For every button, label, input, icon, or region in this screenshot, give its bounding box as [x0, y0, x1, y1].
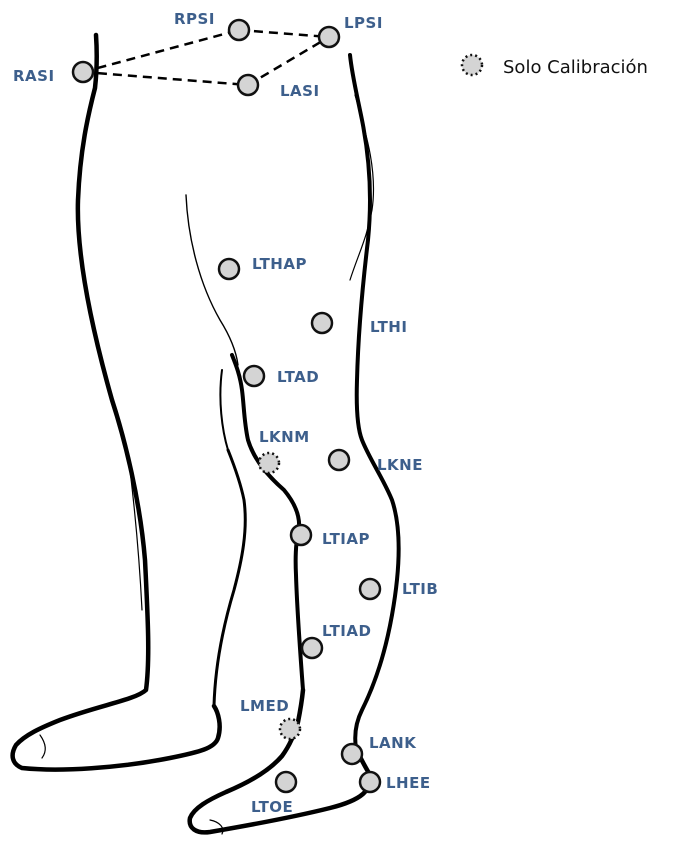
label-ltoe: LTOE	[251, 798, 293, 816]
marker-ltiap	[291, 525, 311, 545]
rasi-lasi-line	[83, 72, 248, 85]
marker-lthap	[219, 259, 239, 279]
marker-lank	[342, 744, 362, 764]
label-lthi: LTHI	[370, 318, 407, 336]
right-leg-outline	[13, 35, 246, 770]
rpsi-lpsi-line	[239, 30, 329, 37]
label-rasi: RASI	[13, 67, 55, 85]
marker-lpsi	[319, 27, 339, 47]
marker-ltib	[360, 579, 380, 599]
marker-lasi	[238, 75, 258, 95]
label-lhee: LHEE	[386, 774, 431, 792]
label-ltiap: LTIAP	[322, 530, 370, 548]
marker-group: RPSI LPSI RASI LASI LTHAP LTHI LTAD LKNM…	[13, 10, 438, 816]
marker-lkne	[329, 450, 349, 470]
label-rpsi: RPSI	[174, 10, 215, 28]
label-lank: LANK	[369, 734, 417, 752]
lasi-lpsi-line	[248, 37, 329, 85]
marker-lhee	[360, 772, 380, 792]
label-lknm: LKNM	[259, 428, 310, 446]
label-lmed: LMED	[240, 697, 289, 715]
dotted-circle-marker-icon	[462, 55, 482, 75]
marker-lknm	[259, 453, 279, 473]
marker-ltad	[244, 366, 264, 386]
label-ltib: LTIB	[402, 580, 438, 598]
rasi-rpsi-line	[83, 30, 239, 72]
pelvis-connections	[83, 30, 329, 85]
label-lasi: LASI	[280, 82, 320, 100]
marker-rpsi	[229, 20, 249, 40]
label-lthap: LTHAP	[252, 255, 307, 273]
legend-text: Solo Calibración	[503, 57, 648, 78]
marker-ltiad	[302, 638, 322, 658]
marker-lmed	[280, 719, 300, 739]
marker-lthi	[312, 313, 332, 333]
marker-rasi	[73, 62, 93, 82]
label-ltiad: LTIAD	[322, 622, 371, 640]
label-lpsi: LPSI	[344, 14, 383, 32]
label-ltad: LTAD	[277, 368, 319, 386]
label-lkne: LKNE	[377, 456, 423, 474]
marker-ltoe	[276, 772, 296, 792]
legend: Solo Calibración	[462, 55, 648, 78]
